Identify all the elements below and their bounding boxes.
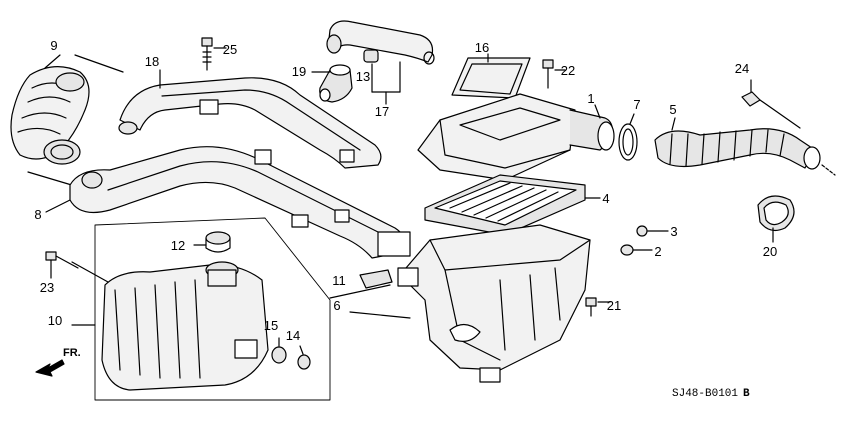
drawing-rev: B	[743, 388, 750, 400]
part-15-bushing	[271, 337, 287, 364]
callout-label-16: 16	[475, 40, 489, 55]
part-20-clamp	[757, 195, 795, 243]
callout-label-6: 6	[333, 298, 340, 313]
callout-label-23: 23	[40, 280, 54, 295]
part-3-grommet	[636, 225, 669, 237]
part-7-seal-ring	[618, 123, 638, 161]
part-11-seal	[359, 269, 393, 289]
callout-label-14: 14	[286, 328, 300, 343]
callout-label-7: 7	[633, 97, 640, 112]
callout-label-5: 5	[669, 102, 676, 117]
part-2-nut	[620, 244, 653, 256]
part-4-air-filter	[424, 174, 601, 236]
front-arrow-icon	[35, 359, 65, 377]
callout-label-20: 20	[763, 244, 777, 259]
part-21-bolt	[585, 297, 611, 317]
callout-label-11: 11	[332, 273, 346, 288]
callout-label-1: 1	[587, 91, 594, 106]
callout-label-18: 18	[145, 54, 159, 69]
callout-label-10: 10	[48, 313, 62, 328]
callout-label-3: 3	[670, 224, 677, 239]
part-22-bolt	[542, 59, 566, 89]
part-18-upper-duct	[118, 69, 382, 169]
part-1-cleaner-cover	[417, 93, 615, 181]
part-19-elbow	[311, 64, 353, 103]
part-5-intake-hose	[654, 117, 836, 176]
callout-label-9: 9	[50, 38, 57, 53]
callout-labels: 1234567891011121314151617181920212223242…	[34, 38, 777, 343]
callout-label-12: 12	[171, 238, 185, 253]
callout-label-17: 17	[375, 104, 389, 119]
front-marker: FR.	[63, 347, 81, 359]
part-12-grommet	[193, 231, 231, 253]
part-16-filter-element	[451, 53, 531, 99]
part-23-bolt	[45, 251, 79, 279]
part-24-clamp	[741, 79, 801, 129]
part-9-intake-bellows	[10, 54, 124, 187]
part-25-bolt	[201, 37, 227, 71]
callout-label-19: 19	[292, 64, 306, 79]
callout-label-22: 22	[561, 63, 575, 78]
drawing-code: SJ48-B0101	[672, 388, 738, 400]
callout-label-25: 25	[223, 42, 237, 57]
callout-label-2: 2	[654, 244, 661, 259]
part-14-collar	[297, 345, 311, 370]
part-8-lower-duct	[45, 146, 411, 259]
callout-label-21: 21	[607, 298, 621, 313]
callout-label-15: 15	[264, 318, 278, 333]
part-6-cleaner-case	[329, 224, 591, 383]
callout-label-24: 24	[735, 61, 749, 76]
callout-label-8: 8	[34, 207, 41, 222]
callout-label-4: 4	[602, 191, 609, 206]
part-10-resonator	[71, 217, 331, 401]
callout-label-13: 13	[356, 69, 370, 84]
part-17-hose	[326, 20, 435, 105]
